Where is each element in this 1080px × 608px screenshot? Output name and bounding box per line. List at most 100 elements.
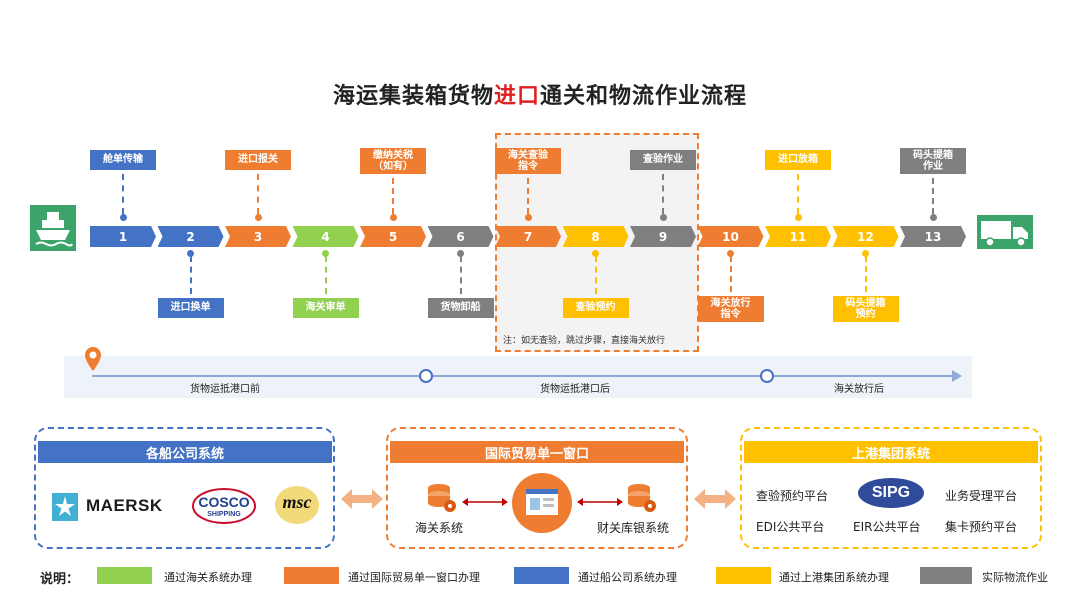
step-connector <box>864 256 867 292</box>
step-dot <box>794 214 802 221</box>
legend-label: 通过国际贸易单一窗口办理 <box>348 571 480 584</box>
step-label: 货物卸船 <box>427 298 494 318</box>
step-dot <box>119 214 127 221</box>
step-connector <box>189 256 192 294</box>
step-12: 12 <box>833 226 899 247</box>
step-connector <box>324 256 327 294</box>
sipg-systems-title: 上港集团系统 <box>744 441 1038 463</box>
step-label: 码头提箱 预约 <box>832 296 899 322</box>
step-3: 3 <box>225 226 291 247</box>
legend-label: 通过上港集团系统办理 <box>779 571 889 584</box>
location-pin-icon <box>85 347 101 371</box>
legend-label: 通过海关系统办理 <box>164 571 252 584</box>
ship-icon <box>30 205 76 251</box>
legend-swatch <box>920 567 972 584</box>
shipping-systems-panel <box>34 427 335 549</box>
step-11: 11 <box>765 226 831 247</box>
sipg-systems-panel <box>740 427 1042 549</box>
inspection-note: 注：如无查验，跳过步骤，直接海关放行 <box>503 336 666 346</box>
maersk-star-icon <box>52 493 78 521</box>
step-connector <box>122 174 124 214</box>
step-connector <box>932 178 934 214</box>
cosco-logo-subtext: SHIPPING <box>207 511 241 518</box>
step-connector <box>797 174 799 214</box>
step-label: 查验预约 <box>562 298 629 318</box>
title-post: 通关和物流作业流程 <box>540 84 748 109</box>
customs-system-label: 海关系统 <box>415 521 464 535</box>
step-connector <box>392 178 394 214</box>
step-4: 4 <box>293 226 359 247</box>
legend-swatch <box>716 567 771 584</box>
title-highlight: 进口 <box>493 84 540 109</box>
msc-logo: msc <box>275 486 319 524</box>
step-dot <box>457 250 464 257</box>
step-dot <box>187 250 194 257</box>
step-label: 码头提箱 作业 <box>900 148 966 174</box>
platform-label: EIR公共平台 <box>853 520 921 534</box>
cosco-logo-text: COSCO <box>198 494 250 510</box>
step-9: 9 <box>630 226 696 247</box>
timeline-phase-label: 海关放行后 <box>834 384 884 395</box>
timeline-marker <box>419 369 433 383</box>
legend-swatch <box>514 567 569 584</box>
database-gear-icon <box>628 484 656 512</box>
platform-label: 集卡预约平台 <box>945 520 1018 534</box>
timeline-line <box>92 375 954 377</box>
link-arrow-icon <box>462 498 508 506</box>
legend-swatch <box>97 567 152 584</box>
single-window-title: 国际贸易单一窗口 <box>390 441 684 463</box>
platform-label: EDI公共平台 <box>756 520 825 534</box>
timeline-phase-label: 货物运抵港口后 <box>540 384 610 395</box>
step-label: 进口换单 <box>157 298 224 318</box>
msc-logo-text: msc <box>282 492 312 512</box>
step-dot <box>862 250 869 257</box>
single-window-panel <box>386 427 688 549</box>
double-arrow-icon <box>341 489 383 509</box>
step-connector <box>729 256 732 292</box>
step-dot <box>254 214 262 221</box>
step-dot <box>929 214 937 221</box>
step-label: 海关查验 指令 <box>495 148 561 174</box>
truck-icon <box>977 215 1033 249</box>
step-dot <box>524 214 532 221</box>
step-dot <box>727 250 734 257</box>
maersk-logo-text: MAERSK <box>86 496 163 515</box>
step-connector <box>257 174 259 214</box>
legend-label: 实际物流作业 <box>982 571 1048 584</box>
step-label: 海关审单 <box>292 298 359 318</box>
step-dot <box>659 214 667 221</box>
platform-label: 业务受理平台 <box>945 489 1018 503</box>
step-connector <box>662 174 664 214</box>
step-label: 进口放箱 <box>765 150 831 170</box>
link-arrow-icon <box>577 498 623 506</box>
database-gear-icon <box>428 484 456 512</box>
timeline-arrowhead <box>952 370 962 382</box>
step-dot <box>389 214 397 221</box>
step-connector <box>594 256 597 294</box>
title-pre: 海运集装箱货物 <box>332 84 494 109</box>
treasury-system-label: 财关库银系统 <box>597 521 670 535</box>
step-1: 1 <box>90 226 156 247</box>
step-label: 查验作业 <box>630 150 696 170</box>
timeline-phase-label: 货物运抵港口前 <box>190 384 260 395</box>
step-8: 8 <box>563 226 629 247</box>
platform-label: 查验预约平台 <box>756 489 829 503</box>
step-connector <box>527 178 529 214</box>
step-5: 5 <box>360 226 426 247</box>
legend-label: 通过船公司系统办理 <box>578 571 677 584</box>
window-icon <box>512 473 572 533</box>
step-13: 13 <box>900 226 966 247</box>
double-arrow-icon <box>694 489 736 509</box>
legend-swatch <box>284 567 339 584</box>
step-6: 6 <box>428 226 494 247</box>
timeline-marker <box>760 369 774 383</box>
legend-title: 说明： <box>40 572 80 587</box>
page-title: 海运集装箱货物进口通关和物流作业流程 <box>0 78 1080 110</box>
step-connector <box>459 256 462 294</box>
sipg-logo: SIPG <box>858 478 924 508</box>
step-10: 10 <box>698 226 764 247</box>
step-label: 进口报关 <box>225 150 291 170</box>
cosco-logo: COSCO SHIPPING <box>190 486 258 526</box>
step-label: 缴纳关税 （如有） <box>360 148 426 174</box>
step-label: 海关放行 指令 <box>697 296 764 322</box>
